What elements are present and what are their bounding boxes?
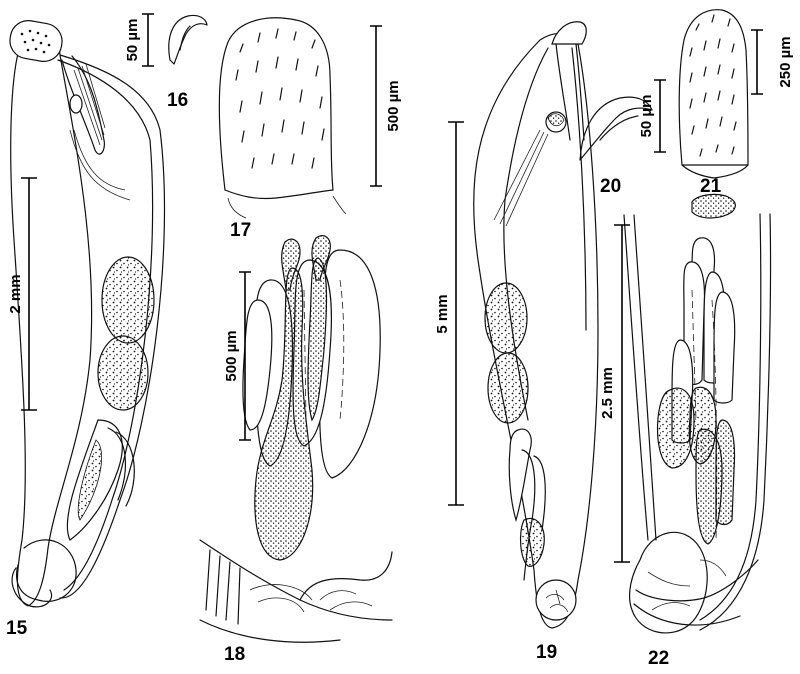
scale-label-fig19: 5 mm [434,294,451,333]
figure-19-worm [473,21,599,629]
scale-label-fig21: 250 µm [777,36,794,87]
figure-label-19: 19 [536,642,557,663]
scale-label-fig20: 50 µm [638,95,655,138]
scale-label-fig16: 50 µm [124,19,141,62]
figure-label-15: 15 [6,618,28,639]
figure-label-20: 20 [600,176,621,197]
figure-label-16: 16 [167,90,188,111]
scalebar-fig15: 2 mm [7,177,37,411]
scalebar-fig22: 2.5 mm [599,224,630,563]
figure-21-proboscis: 250 µm [678,9,794,179]
scale-label-fig22: 2.5 mm [599,367,616,419]
scalebar-fig19: 5 mm [434,121,464,506]
figure-18-reproductive: 500 µm [199,235,393,643]
figure-label-18: 18 [224,644,245,665]
figure-20-hook: 50 µm [579,79,666,161]
figure-label-22: 22 [648,648,669,669]
scale-label-fig18: 500 µm [223,330,240,381]
figure-label-17: 17 [230,220,251,241]
scale-label-fig17: 500 µm [385,80,402,131]
scale-label-fig15: 2 mm [7,274,24,313]
figure-17-proboscis: 500 µm [218,17,402,219]
figure-16-hook: 50 µm [124,13,208,67]
figure-15-worm [9,20,166,608]
figure-label-21: 21 [700,176,722,197]
figure-22-posterior [623,193,772,634]
